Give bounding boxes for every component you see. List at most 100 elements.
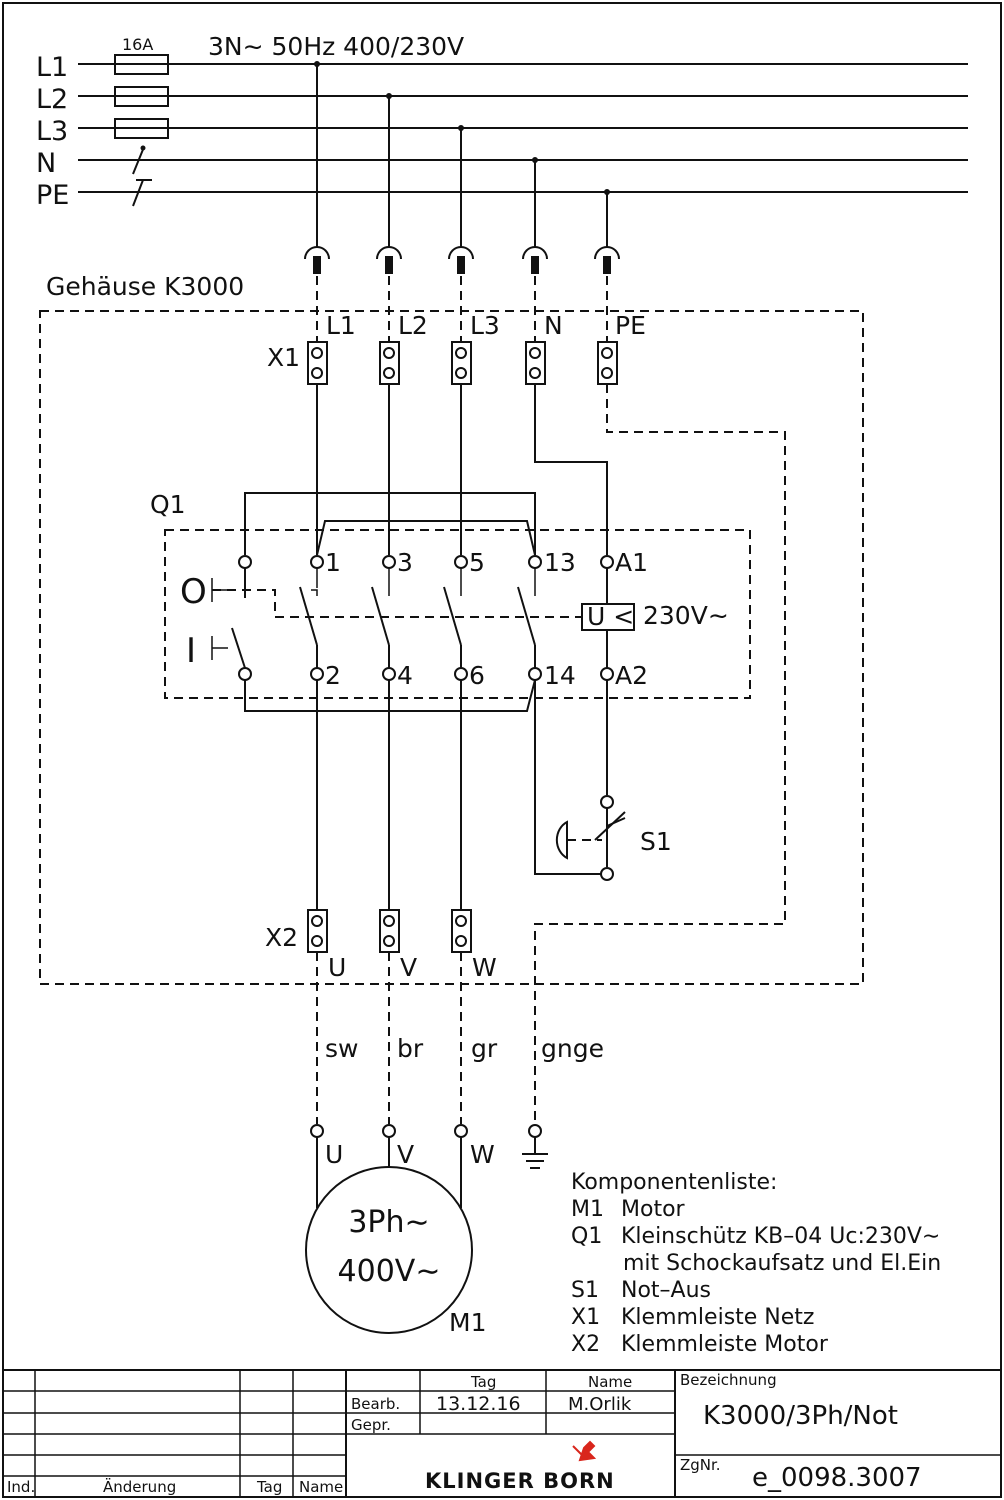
fuse-l3 [114,118,169,139]
q1-on-contact [231,627,246,669]
wire-color-pe: gnge [541,1034,604,1063]
line-label-l2: L2 [36,84,68,115]
q1-on-symbol: I [186,631,196,671]
wire-color-w: gr [471,1034,498,1063]
terminal-block-x1: X1 L1 L2 L3 N PE [267,311,646,385]
pin-l2 [385,256,393,274]
component-id-x2: X2 [571,1332,600,1357]
q1-term-a2: A2 [615,661,648,690]
bezeichnung-value: K3000/3Ph/Not [703,1401,898,1431]
company-logo: KLINGER BORN [425,1440,615,1493]
emergency-stop-s1: S1 [534,680,672,881]
component-text-x2: Klemmleiste Motor [621,1332,829,1357]
wire-color-u: sw [325,1034,358,1063]
s1-contact [594,811,626,841]
x2-label-u: U [328,953,346,982]
component-id-x1: X1 [571,1305,600,1330]
socket-n [522,246,548,260]
component-text-q1: Kleinschütz KB–04 Uc:230V∼ [621,1224,940,1249]
q1-term-5: 5 [469,548,485,577]
zgnr-value: e_0098.3007 [752,1463,922,1493]
component-text-q1-cont: mit Schockaufsatz und El.Ein [623,1251,941,1276]
rev-change-header: Änderung [103,1477,176,1496]
date-value: 13.12.16 [436,1393,521,1415]
x1-label-l2: L2 [398,311,428,340]
x1-label-pe: PE [615,311,646,340]
motor-term-v: V [397,1140,414,1169]
q1-bottom-bridge [244,679,536,712]
pin-l3 [457,256,465,274]
rev-tag-header: Tag [256,1478,282,1496]
logo-arrow-icon [572,1440,597,1462]
fuse-rating: 16A [122,35,153,54]
socket-l1 [304,246,330,260]
motor-term-w: W [470,1140,495,1169]
line-label-pe: PE [36,180,69,211]
bearb-label: Bearb. [351,1395,400,1413]
gepr-label: Gepr. [351,1416,391,1434]
pin-n [531,256,539,274]
q1-enclosure [164,529,751,699]
rev-ind-header: Ind. [7,1478,35,1496]
q1-term-4: 4 [397,661,413,690]
motor-cable: sw br gr gnge [316,952,604,1124]
component-text-m1: Motor [621,1197,686,1222]
s1-label: S1 [640,827,672,856]
q1-coil-voltage: 230V∼ [643,601,729,630]
socket-l3 [448,246,474,260]
q1-mechanical-link [212,589,582,618]
mains-supply: 16A 3N∼ 50Hz 400/230V L1 L2 L3 N PE [36,32,968,248]
x1-label-l1: L1 [326,311,356,340]
housing-label: Gehäuse K3000 [46,272,244,301]
company-name: KLINGER BORN [425,1469,615,1493]
motor-name: M1 [449,1308,486,1337]
fuse-l1 [114,54,169,75]
wire-color-v: br [397,1034,424,1063]
q1-term-13: 13 [544,548,576,577]
q1-term-14: 14 [544,661,576,690]
x2-label: X2 [265,923,298,952]
x1-label: X1 [267,343,300,372]
x1-label-l3: L3 [470,311,500,340]
q1-on-button [211,636,228,660]
contactor-q1: Q1 1 3 5 13 A1 2 4 6 14 A2 [150,490,751,712]
motor-term-u: U [325,1140,343,1169]
x2-label-w: W [472,953,497,982]
ground-icon [522,1137,548,1169]
plug-connector [304,246,620,342]
q1-off-symbol: O [180,572,207,612]
socket-pe [594,246,620,260]
pe-slash [132,179,144,207]
motor-m1: U V W 3Ph∼ 400V∼ M1 [305,1124,548,1337]
q1-top-bridge [244,492,536,555]
col-name-header: Name [588,1373,632,1391]
title-block: Ind. Änderung Tag Name Tag Name Bearb. G… [3,1369,1001,1497]
zgnr-label: ZgNr. [680,1456,721,1474]
s1-mushroom-head [555,820,568,860]
component-list-heading: Komponentenliste: [571,1170,777,1195]
fuse-l2 [114,86,169,107]
n-slash [132,146,145,175]
n-to-a1-wire [534,384,608,555]
housing-outline [39,310,864,985]
motor-voltage: 400V∼ [338,1254,441,1289]
bezeichnung-label: Bezeichnung [680,1371,777,1389]
q1-term-2: 2 [325,661,341,690]
q1-term-6: 6 [469,661,485,690]
component-text-s1: Not–Aus [621,1278,711,1303]
line-label-n: N [36,148,56,179]
q1-blade-13 [517,586,536,646]
q1-off-button [211,578,228,602]
col-tag-header: Tag [470,1373,496,1391]
pin-pe [603,256,611,274]
component-id-s1: S1 [571,1278,599,1303]
pin-l1 [313,256,321,274]
q1-coil-label: U < [587,602,634,631]
line-label-l1: L1 [36,52,68,83]
socket-l2 [376,246,402,260]
component-text-x1: Klemmleiste Netz [621,1305,814,1330]
q1-blade-5 [443,586,462,646]
